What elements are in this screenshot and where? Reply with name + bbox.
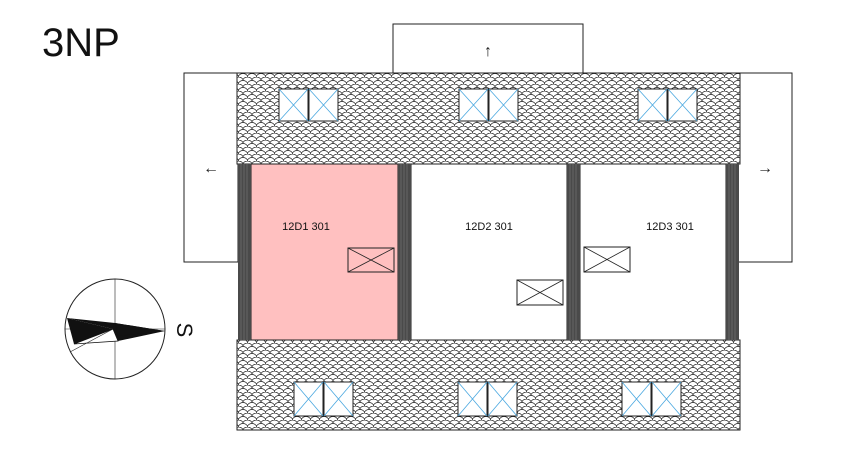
wall bbox=[567, 164, 580, 340]
unit-label: 12D3 301 bbox=[646, 221, 694, 233]
floor-label: 3NP bbox=[42, 21, 120, 65]
roof-window bbox=[293, 381, 354, 417]
compass-icon: S bbox=[64, 278, 197, 380]
shaft-symbol bbox=[347, 247, 395, 273]
arrow-left-icon: ← bbox=[203, 160, 219, 177]
left-balcony: ← bbox=[183, 72, 239, 263]
shaft-symbol bbox=[516, 279, 564, 306]
wall bbox=[726, 164, 739, 340]
walls bbox=[238, 164, 739, 340]
wall bbox=[398, 164, 411, 340]
compass-direction-label: S bbox=[172, 323, 197, 338]
unit-12d2-301[interactable] bbox=[410, 163, 568, 341]
top-terrace: ↑ bbox=[392, 23, 584, 75]
roof-window bbox=[457, 381, 518, 417]
arrow-right-icon: → bbox=[757, 160, 773, 177]
unit-label: 12D2 301 bbox=[465, 221, 513, 233]
roof-window bbox=[621, 381, 682, 417]
unit-label: 12D1 301 bbox=[282, 221, 330, 233]
right-balcony: → bbox=[737, 72, 793, 263]
roof-window bbox=[637, 88, 698, 122]
shaft-symbol bbox=[583, 246, 631, 273]
roof-window bbox=[278, 88, 339, 122]
roof-windows-south bbox=[293, 381, 682, 417]
roof-windows-north bbox=[278, 88, 698, 122]
wall bbox=[238, 164, 251, 340]
roof-window bbox=[458, 88, 519, 122]
arrow-up-icon: ↑ bbox=[484, 43, 492, 60]
unit-12d1-301[interactable] bbox=[250, 163, 399, 341]
unit-12d3-301[interactable] bbox=[579, 163, 727, 341]
